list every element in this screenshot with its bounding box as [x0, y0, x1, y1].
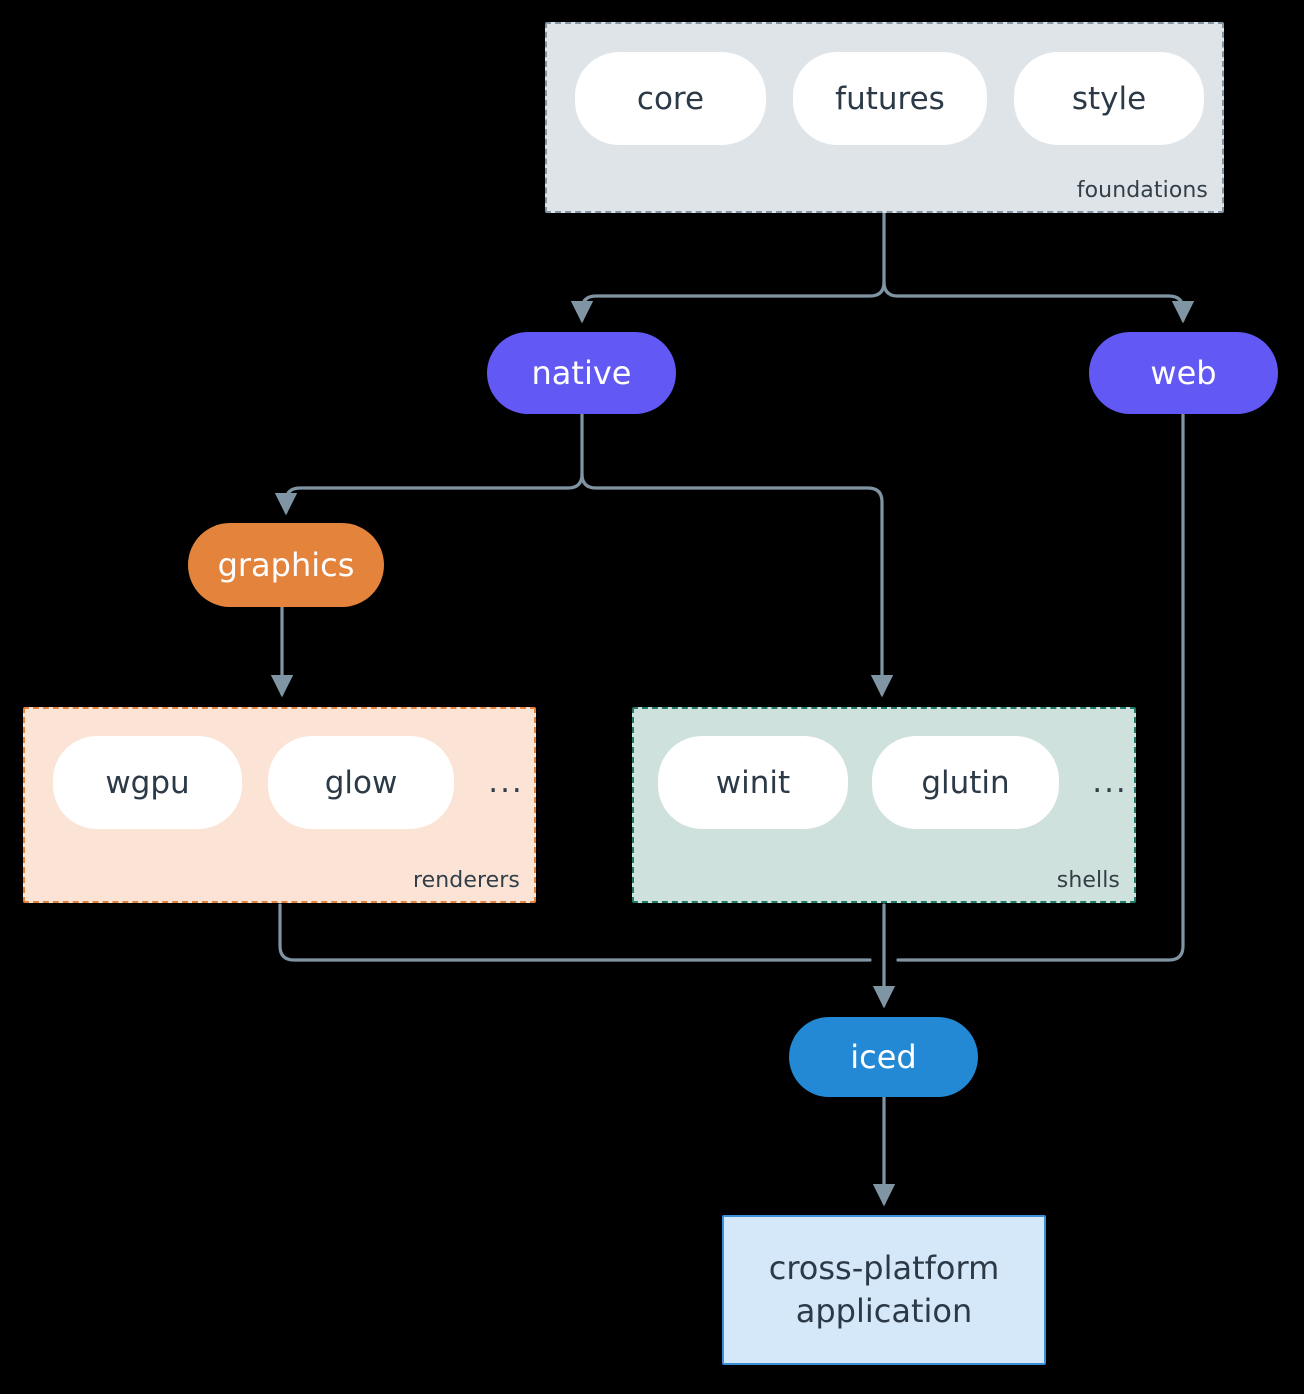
node-glutin[interactable]: glutin [872, 736, 1059, 829]
renderers-ellipsis: ... [488, 764, 524, 800]
node-cross-platform-application[interactable]: cross-platform application [722, 1215, 1046, 1365]
cluster-shells[interactable]: winit glutin ... shells [632, 707, 1136, 903]
application-line-1: cross-platform [768, 1248, 1000, 1287]
node-futures[interactable]: futures [793, 52, 987, 145]
node-style[interactable]: style [1014, 52, 1204, 145]
node-winit[interactable]: winit [658, 736, 848, 829]
edge-native-graphics [274, 472, 584, 516]
cluster-label-renderers: renderers [412, 868, 520, 893]
edge-foundations-native [570, 280, 886, 324]
cluster-foundations[interactable]: core futures style foundations [545, 22, 1224, 213]
shells-ellipsis: ... [1092, 764, 1128, 800]
cluster-label-shells: shells [1056, 868, 1120, 893]
cluster-renderers[interactable]: wgpu glow ... renderers [23, 707, 536, 903]
edge-renderers-iced [278, 903, 872, 962]
node-glow[interactable]: glow [268, 736, 454, 829]
edge-foundations-web [882, 280, 1195, 324]
cluster-label-foundations: foundations [1076, 178, 1208, 203]
node-wgpu[interactable]: wgpu [53, 736, 242, 829]
edge-native-shells [580, 472, 894, 698]
node-graphics[interactable]: graphics [188, 523, 384, 607]
shells-pill-row: winit glutin ... [658, 736, 1137, 829]
node-core[interactable]: core [575, 52, 766, 145]
renderers-pill-row: wgpu glow ... [53, 736, 532, 829]
foundations-pill-row: core futures style [575, 52, 1204, 145]
application-line-2: application [795, 1292, 973, 1330]
node-native[interactable]: native [487, 332, 676, 414]
node-web[interactable]: web [1089, 332, 1278, 414]
edge-web-iced [896, 412, 1185, 962]
node-iced[interactable]: iced [789, 1017, 978, 1097]
